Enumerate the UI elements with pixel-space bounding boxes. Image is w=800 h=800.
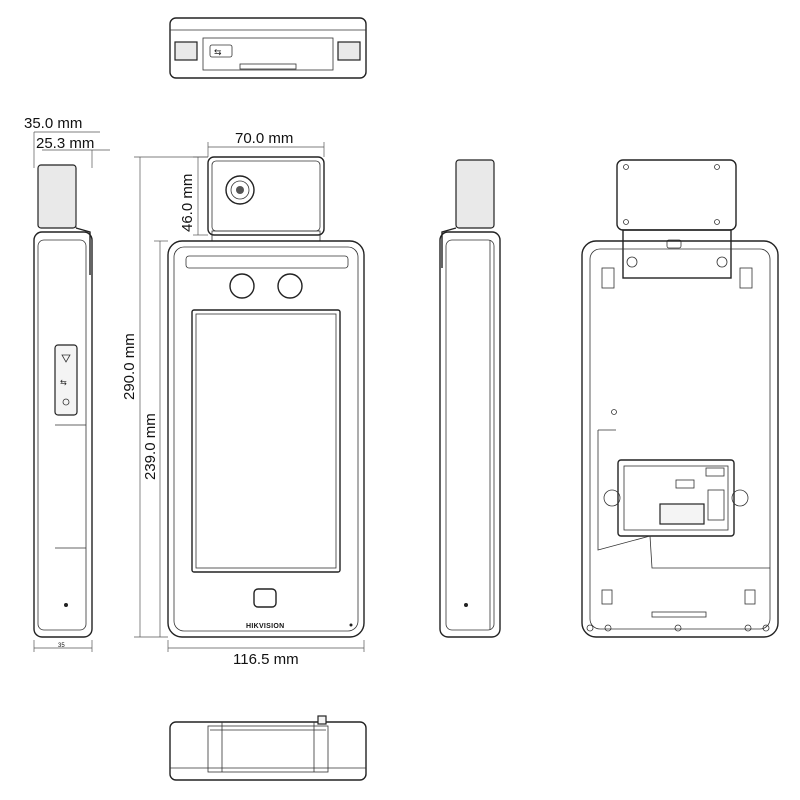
- top-view: ⇆: [169, 17, 367, 79]
- usb-side-icon: ⇆: [60, 378, 67, 387]
- back-view: [581, 159, 779, 638]
- camera-lens: [225, 175, 255, 205]
- camera-width-label: 70.0 mm: [235, 130, 293, 147]
- ir-sensor-right: [277, 273, 303, 299]
- camera-height-label: 46.0 mm: [179, 174, 196, 232]
- display-screen: [191, 309, 341, 573]
- depth-total-label: 35.0 mm: [24, 115, 82, 132]
- card-reader-icon: [253, 588, 277, 608]
- total-height-label: 290.0 mm: [121, 333, 138, 400]
- brand-logo: HIKVISION: [246, 623, 284, 630]
- right-side-view: [439, 159, 501, 638]
- left-side-view: ⇆: [33, 131, 110, 652]
- bottom-view: [169, 715, 367, 781]
- body-height-label: 239.0 mm: [142, 413, 159, 480]
- side-small-label: 35: [58, 643, 65, 649]
- ir-sensor-left: [229, 273, 255, 299]
- front-view: HIKVISION: [134, 142, 365, 652]
- body-width-label: 116.5 mm: [233, 651, 299, 668]
- usb-icon: ⇆: [214, 48, 222, 58]
- depth-body-label: 25.3 mm: [36, 135, 94, 152]
